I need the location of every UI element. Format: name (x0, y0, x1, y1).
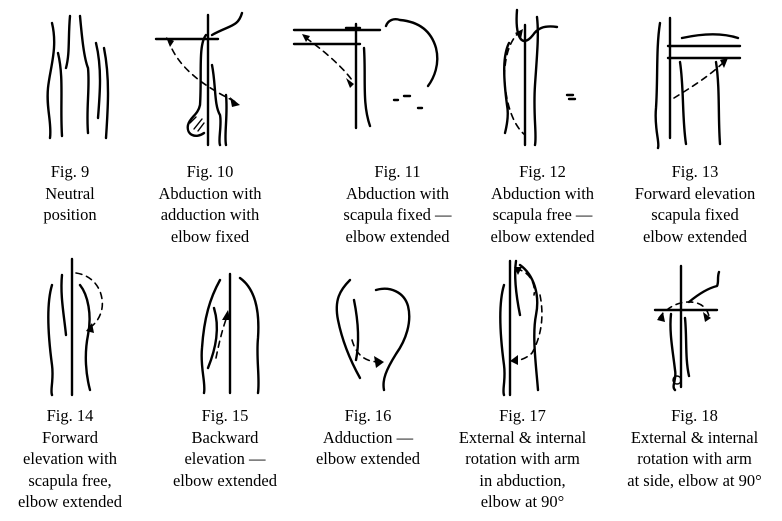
figure-15-caption-line: elbow extended (172, 470, 277, 490)
external-internal-rotation-side-sketch (653, 264, 721, 392)
figure-14-caption-line: elevation with (23, 449, 117, 468)
figure-15-number: Fig. 15 (201, 406, 249, 425)
figure-12-caption-line: Abduction with (490, 183, 595, 203)
figure-13-caption: Fig. 13 Forward elevation scapula fixed … (615, 161, 775, 247)
figure-13-caption-line: elbow extended (642, 226, 747, 246)
figure-11-caption-line: elbow extended (345, 226, 450, 246)
figure-9-number: Fig. 9 (50, 162, 90, 181)
figure-17-number: Fig. 17 (499, 406, 546, 425)
figure-15-caption-line: elevation — (184, 449, 266, 468)
figure-12-caption-line: scapula free — (492, 205, 593, 224)
figure-17-caption-line: External & internal (458, 427, 587, 447)
figure-10-number: Fig. 10 (186, 162, 234, 181)
figure-11-caption-line: scapula fixed — (343, 205, 452, 224)
figure-18-caption-line: at side, elbow at 90° (627, 470, 762, 490)
figure-14-number: Fig. 14 (46, 406, 94, 425)
figure-18-caption-line: External & internal (630, 427, 759, 447)
figure-15-caption: Fig. 15 Backward elevation — elbow exten… (155, 405, 295, 491)
figure-16-caption-line: Adduction — (322, 427, 414, 447)
figure-11-caption: Fig. 11 Abduction with scapula fixed — e… (325, 161, 470, 247)
figure-11-drawing (290, 8, 455, 148)
figure-14-drawing (30, 255, 120, 400)
figure-12-caption-line: elbow extended (490, 226, 595, 246)
forward-elevation-scapula-free-sketch (47, 257, 104, 397)
external-internal-rotation-abduction-sketch (499, 259, 543, 397)
figure-16-caption-line: elbow extended (315, 449, 420, 468)
figure-17-caption-line: elbow at 90° (480, 492, 565, 511)
figure-12-drawing (485, 5, 595, 150)
figure-10-caption-line: adduction with (160, 205, 260, 224)
adduction-sketch (335, 278, 411, 392)
figure-15-caption-line: Backward (191, 427, 259, 447)
abduction-elbow-fixed-sketch (154, 11, 244, 147)
figure-16-caption: Fig. 16 Adduction — elbow extended (298, 405, 438, 470)
figure-17-caption: Fig. 17 External & internal rotation wit… (445, 405, 600, 513)
figure-9-drawing (30, 8, 120, 148)
forward-elevation-scapula-fixed-sketch (654, 16, 742, 150)
figure-14-caption-line: scapula free, (28, 470, 112, 490)
figure-14-caption-line: Forward (42, 427, 98, 447)
figure-9-caption: Fig. 9 Neutral position (5, 161, 135, 226)
figure-9-caption-line: Neutral (45, 183, 95, 203)
figure-10-caption-line: elbow fixed (170, 226, 250, 246)
figure-17-drawing (490, 255, 590, 400)
figure-17-caption-line: rotation with arm (465, 449, 580, 468)
figure-13-number: Fig. 13 (671, 162, 719, 181)
figure-12-number: Fig. 12 (519, 162, 566, 181)
figure-10-caption-line: Abduction with (158, 183, 262, 203)
figure-13-caption-line: scapula fixed (651, 205, 739, 224)
figure-10-caption: Fig. 10 Abduction with adduction with el… (140, 161, 280, 247)
figure-12-caption: Fig. 12 Abduction with scapula free — el… (470, 161, 615, 247)
abduction-scapula-free-sketch (503, 8, 577, 147)
figure-16-number: Fig. 16 (344, 406, 392, 425)
figure-18-caption-line: rotation with arm (637, 449, 752, 468)
backward-elevation-sketch (200, 272, 260, 395)
figure-16-drawing (320, 270, 425, 395)
figure-11-number: Fig. 11 (374, 162, 421, 181)
figure-13-caption-line: Forward elevation (634, 183, 756, 203)
figure-11-caption-line: Abduction with (345, 183, 450, 203)
figure-13-drawing (640, 8, 750, 150)
abduction-scapula-fixed-sketch (292, 18, 439, 130)
figure-14-caption: Fig. 14 Forward elevation with scapula f… (5, 405, 135, 513)
figure-17-caption-line: in abduction, (479, 470, 566, 490)
figure-14-caption-line: elbow extended (17, 492, 122, 511)
neutral-position-sketch (46, 14, 110, 140)
figure-9-caption-line: position (43, 205, 97, 224)
figure-18-number: Fig. 18 (671, 406, 718, 425)
figure-18-drawing (645, 262, 755, 397)
figure-18-caption: Fig. 18 External & internal rotation wit… (612, 405, 777, 491)
figure-10-drawing (150, 5, 260, 150)
figure-15-drawing (190, 268, 285, 398)
